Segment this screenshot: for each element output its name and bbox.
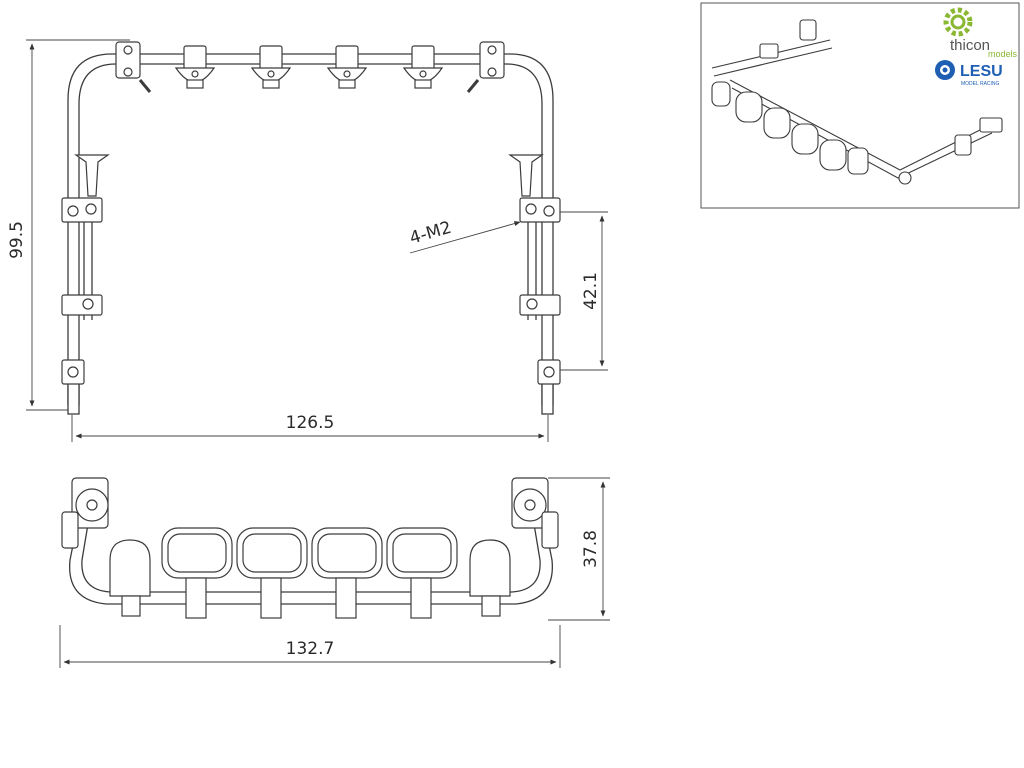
lesu-sub: MODEL RACING: [961, 81, 1000, 87]
lion-icon: [935, 60, 955, 80]
spotlight-2: [236, 527, 308, 619]
bracket-left-lower: [61, 294, 103, 316]
lesu-logo: LESU MODEL RACING: [935, 60, 1003, 87]
light-clamp-4: [402, 45, 444, 89]
beacon-left: [109, 539, 151, 617]
mount-spacing-label: 42.1: [581, 272, 601, 310]
thicon-logo: thicon models: [943, 7, 1018, 59]
corner-mount-right: [466, 41, 505, 93]
front-dimensions: [26, 39, 608, 442]
depth-label: 37.8: [581, 530, 601, 568]
gear-icon: [943, 7, 973, 37]
lesu-name: LESU: [960, 63, 1003, 80]
top-width-label: 132.7: [286, 639, 335, 659]
top-dimensions: [59, 477, 610, 668]
iso-spotlight-1: [735, 91, 763, 123]
iso-spotlight-2: [763, 107, 791, 139]
inset-frame: [700, 2, 1020, 209]
spotlight-3: [311, 527, 383, 619]
front-light-clamps: [115, 41, 505, 93]
spotlight-1: [161, 527, 233, 619]
horn-left: [74, 154, 110, 197]
mirror-bracket-left: [61, 477, 109, 549]
height-label: 99.5: [7, 221, 27, 259]
iso-spotlight-3: [791, 123, 819, 155]
iso-spotlight-4: [819, 139, 847, 171]
horn-right: [508, 154, 544, 197]
top-view: [69, 519, 553, 605]
spotlight-4: [386, 527, 458, 619]
light-clamp-1: [174, 45, 216, 89]
side-mounts: [61, 154, 561, 385]
screw-callout: 4-M2: [407, 218, 453, 249]
light-clamp-2: [250, 45, 292, 89]
thicon-sub: models: [988, 49, 1018, 59]
iso-view: [711, 19, 1003, 185]
front-view: [67, 53, 554, 415]
mirror-bracket-right: [511, 477, 559, 549]
corner-mount-left: [115, 41, 152, 93]
top-view-parts: [61, 477, 559, 619]
bracket-right-lower: [519, 294, 561, 316]
beacon-right: [469, 539, 511, 617]
light-clamp-3: [326, 45, 368, 89]
width-label: 126.5: [286, 413, 335, 433]
thicon-name: thicon: [950, 37, 990, 54]
